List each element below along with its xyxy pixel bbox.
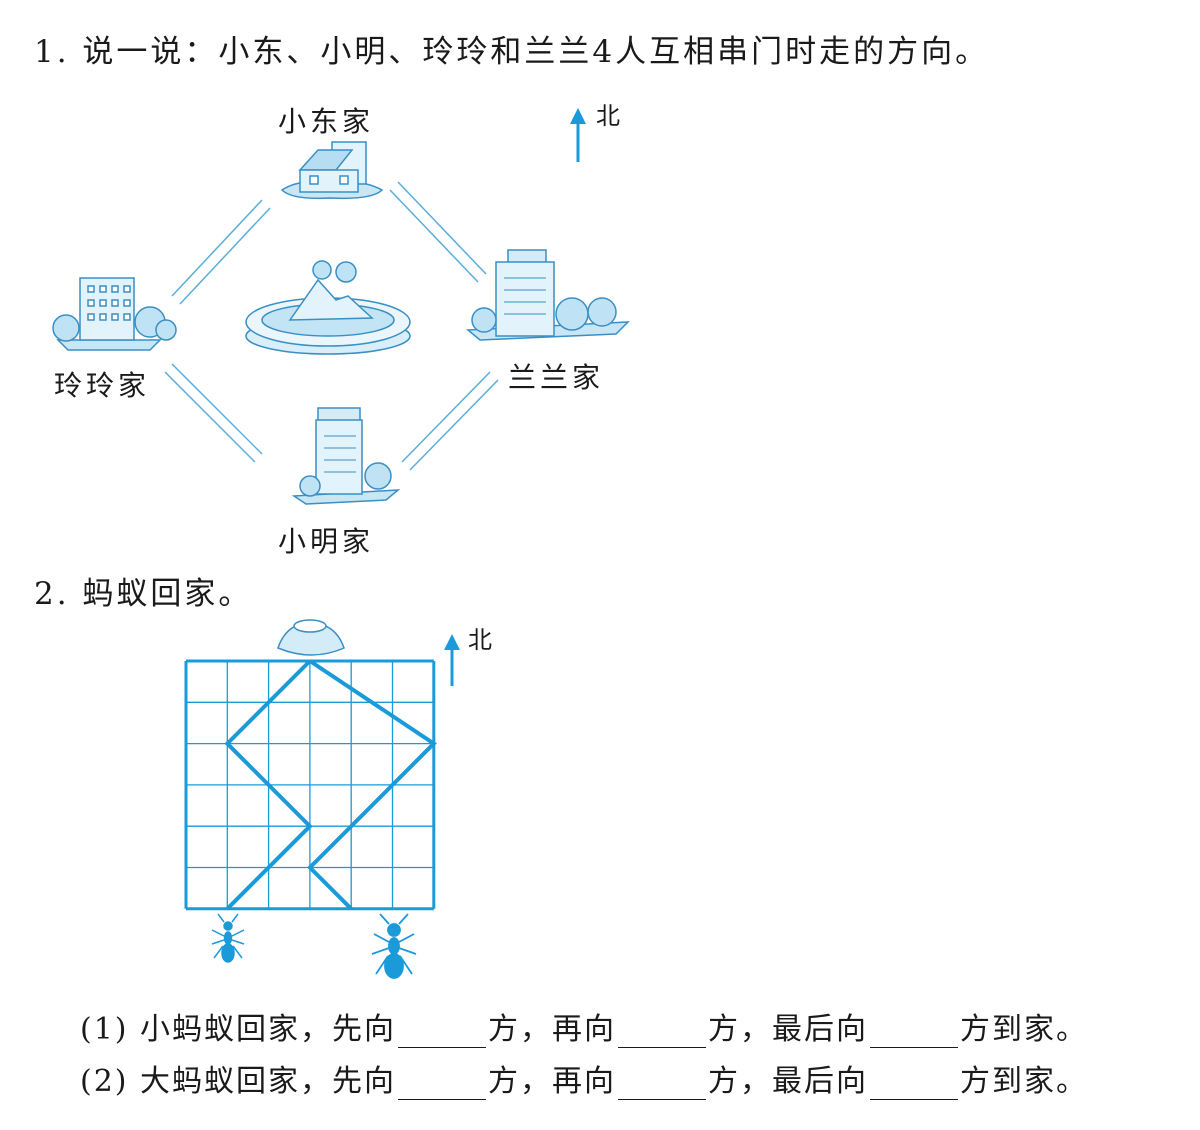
road-xiaodong-lanlan bbox=[389, 189, 479, 283]
big-ant-blank-3[interactable] bbox=[870, 1069, 959, 1100]
question-2-title: 2. 蚂蚁回家。 bbox=[34, 576, 253, 612]
xiaoming-building-icon bbox=[291, 407, 401, 505]
big-ant-blank-2[interactable] bbox=[618, 1069, 707, 1100]
north-label: 北 bbox=[596, 102, 620, 130]
grid bbox=[184, 659, 436, 911]
big-ant-blank-1[interactable] bbox=[398, 1069, 487, 1100]
small-ant-path bbox=[224, 659, 313, 911]
xiaodong-house-icon bbox=[280, 141, 384, 200]
north-arrow-2-icon bbox=[444, 634, 460, 686]
small-ant-icon bbox=[211, 913, 245, 963]
label-xiaoming-house: 小明家 bbox=[278, 525, 375, 558]
label-lingling-house: 玲玲家 bbox=[54, 369, 151, 402]
lanlan-building-icon bbox=[466, 249, 630, 341]
big-ant-suffix: 方到家。 bbox=[960, 1064, 1089, 1099]
small-ant-suffix: 方到家。 bbox=[960, 1012, 1089, 1047]
big-ant-prefix: (2) 大蚂蚁回家，先向 bbox=[80, 1064, 397, 1099]
label-lanlan-house: 兰兰家 bbox=[508, 361, 605, 394]
small-ant-prefix: (1) 小蚂蚁回家，先向 bbox=[80, 1012, 397, 1047]
small-ant-part-2: 方，最后向 bbox=[708, 1012, 869, 1047]
lake-mountain-icon bbox=[245, 260, 411, 355]
road-xiaodong-lingling bbox=[171, 199, 263, 297]
ant-paths bbox=[224, 659, 437, 911]
question-1-title: 1. 说一说：小东、小明、玲玲和兰兰4人互相串门时走的方向。 bbox=[34, 34, 990, 70]
small-ant-question: (1) 小蚂蚁回家，先向 方，再向 方，最后向 方到家。 bbox=[80, 1004, 1088, 1048]
road-lingling-xiaoming bbox=[164, 371, 256, 463]
label-xiaodong-house: 小东家 bbox=[278, 105, 375, 138]
lingling-building-icon bbox=[52, 277, 177, 351]
small-ant-blank-1[interactable] bbox=[398, 1017, 487, 1048]
roads bbox=[164, 181, 499, 471]
big-ant-icon bbox=[371, 913, 417, 979]
road-xiaoming-lanlan bbox=[401, 371, 491, 463]
small-ant-part-1: 方，再向 bbox=[488, 1012, 617, 1047]
north-label-2: 北 bbox=[468, 626, 492, 654]
small-ant-blank-2[interactable] bbox=[618, 1017, 707, 1048]
north-arrow-icon bbox=[570, 108, 586, 162]
big-ant-part-2: 方，最后向 bbox=[708, 1064, 869, 1099]
big-ant-part-1: 方，再向 bbox=[488, 1064, 617, 1099]
big-ant-path bbox=[307, 659, 437, 911]
big-ant-question: (2) 大蚂蚁回家，先向 方，再向 方，最后向 方到家。 bbox=[80, 1056, 1088, 1100]
small-ant-blank-3[interactable] bbox=[870, 1017, 959, 1048]
anthill-icon bbox=[277, 619, 345, 656]
